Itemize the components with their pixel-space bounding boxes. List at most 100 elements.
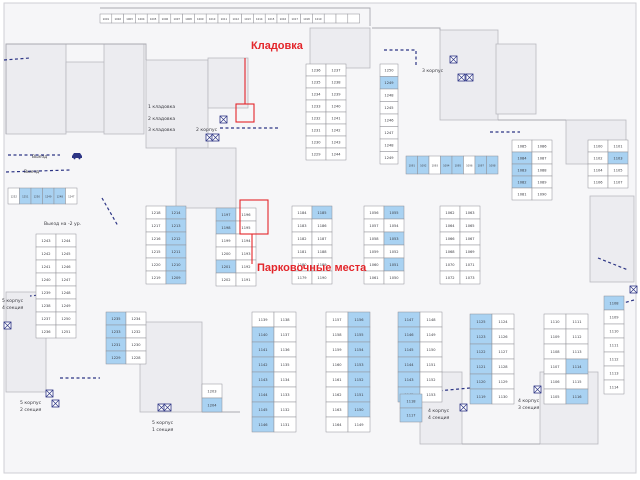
- parking-stall-number: 1057: [369, 224, 378, 228]
- parking-stall-number: 1088: [537, 168, 547, 172]
- parking-stall-number: 1201: [221, 265, 230, 269]
- parking-stall-number: 1215: [151, 250, 160, 254]
- parking-stall-number: 1019: [315, 17, 322, 21]
- parking-stall-number: 1110: [550, 320, 560, 324]
- parking-stall-number: 1124: [498, 320, 508, 324]
- parking-stall-number: 1137: [280, 333, 289, 337]
- parking-stall-number: 1146: [258, 423, 268, 427]
- parking-stall-number: 1054: [389, 224, 399, 228]
- parking-stall-number: 1104: [593, 168, 603, 172]
- building-5-sec1-sublabel: 1 секция: [152, 427, 174, 433]
- parking-stall-number: 1092: [420, 163, 427, 167]
- parking-stall-number: 1012: [232, 17, 239, 21]
- parking-stall-number: 1250: [61, 317, 71, 321]
- parking-stall-number: 1243: [331, 140, 340, 144]
- parking-stall-number: 1063: [465, 211, 474, 215]
- parking-stall-number: 1192: [241, 265, 250, 269]
- parking-stall[interactable]: [65, 187, 78, 205]
- parking-stall[interactable]: [235, 272, 257, 287]
- parking-stall[interactable]: [383, 270, 405, 285]
- parking-stall[interactable]: [607, 175, 629, 189]
- parking-stall-number: 1141: [258, 348, 267, 352]
- building-5-sec2-label: 5 корпус: [20, 400, 42, 406]
- parking-stall-number: 1180: [297, 263, 307, 267]
- parking-stall-number: 1110: [609, 329, 619, 333]
- parking-stall-number: 1179: [297, 276, 307, 280]
- parking-stall-number: 1106: [550, 380, 560, 384]
- parking-stall-number: 1230: [131, 343, 141, 347]
- parking-stall-number: 1072: [445, 276, 454, 280]
- building-3-label: 3 корпус: [422, 68, 444, 74]
- parking-stall-number: 1234: [131, 317, 141, 321]
- elevator-icon: [163, 403, 172, 412]
- parking-stall-number: 1120: [476, 380, 486, 384]
- parking-stall-number: 1065: [465, 224, 474, 228]
- parking-stall[interactable]: [125, 350, 147, 365]
- parking-stall-number: 1160: [332, 363, 342, 367]
- parking-stall-number: 1164: [332, 423, 342, 427]
- parking-stall-number: 1098: [489, 163, 496, 167]
- parking-stall[interactable]: [486, 155, 499, 175]
- parking-stall-number: 1091: [409, 163, 416, 167]
- parking-stall-number: 1245: [61, 252, 70, 256]
- parking-stall-number: 1238: [41, 304, 51, 308]
- parking-stall-number: 1237: [41, 317, 50, 321]
- parking-stall[interactable]: [165, 270, 187, 285]
- parking-stall-number: 1112: [572, 335, 581, 339]
- parking-stall-number: 1152: [354, 378, 363, 382]
- parking-stall-number: 1189: [317, 263, 327, 267]
- parking-stall-number: 1118: [406, 399, 416, 403]
- parking-stall-number: 1051: [389, 263, 398, 267]
- parking-stall-number: 1143: [258, 378, 267, 382]
- parking-stall[interactable]: [201, 397, 223, 413]
- elevator-icon: [457, 73, 466, 82]
- parking-stall[interactable]: [565, 388, 589, 405]
- parking-stall[interactable]: [459, 270, 481, 285]
- parking-stall-number: 1220: [151, 263, 161, 267]
- parking-stall[interactable]: [379, 151, 399, 165]
- parking-stall[interactable]: [323, 13, 337, 24]
- parking-stall[interactable]: [347, 13, 360, 24]
- parking-stall-number: 1145: [258, 408, 267, 412]
- parking-stall-number: 1244: [331, 152, 341, 156]
- parking-stall-number: 1058: [369, 237, 379, 241]
- parking-stall[interactable]: [311, 270, 333, 285]
- parking-stall-number: 1138: [280, 318, 290, 322]
- parking-stall-number: 1113: [572, 350, 581, 354]
- parking-stall-number: 1248: [384, 94, 394, 98]
- parking-stall-number: 1102: [593, 156, 602, 160]
- parking-stall-number: 1089: [537, 180, 547, 184]
- parking-stall-number: 1123: [476, 335, 485, 339]
- parking-stall-number: 1062: [445, 211, 454, 215]
- parking-stall-number: 1194: [241, 239, 251, 243]
- parking-stall-number: 1136: [280, 348, 290, 352]
- parking-stall[interactable]: [325, 147, 347, 161]
- parking-stall[interactable]: [491, 388, 515, 405]
- map-signs: Выезд Выезд Выезд на -2 ур. 2 корпус 3 к…: [2, 68, 540, 433]
- parking-stall-number: 1107: [613, 180, 622, 184]
- parking-stall[interactable]: [347, 416, 371, 433]
- car-icon: [72, 153, 82, 160]
- parking-stall[interactable]: [399, 407, 423, 423]
- parking-stall-number: 1117: [406, 413, 415, 417]
- parking-stall-number: 1239: [331, 92, 341, 96]
- parking-stall-number: 1242: [41, 252, 50, 256]
- parking-stall-number: 1073: [465, 276, 474, 280]
- parking-stall[interactable]: [335, 13, 349, 24]
- parking-stall-number: 1064: [445, 224, 455, 228]
- parking-stall-number: 1140: [258, 333, 268, 337]
- parking-stall-number: 1187: [317, 237, 326, 241]
- parking-stall[interactable]: [531, 187, 553, 201]
- parking-stall[interactable]: [55, 324, 77, 339]
- parking-stall-number: 1008: [185, 17, 192, 21]
- parking-stall[interactable]: [273, 416, 297, 433]
- parking-stall[interactable]: [603, 379, 625, 395]
- parking-stall-number: 1101: [613, 144, 622, 148]
